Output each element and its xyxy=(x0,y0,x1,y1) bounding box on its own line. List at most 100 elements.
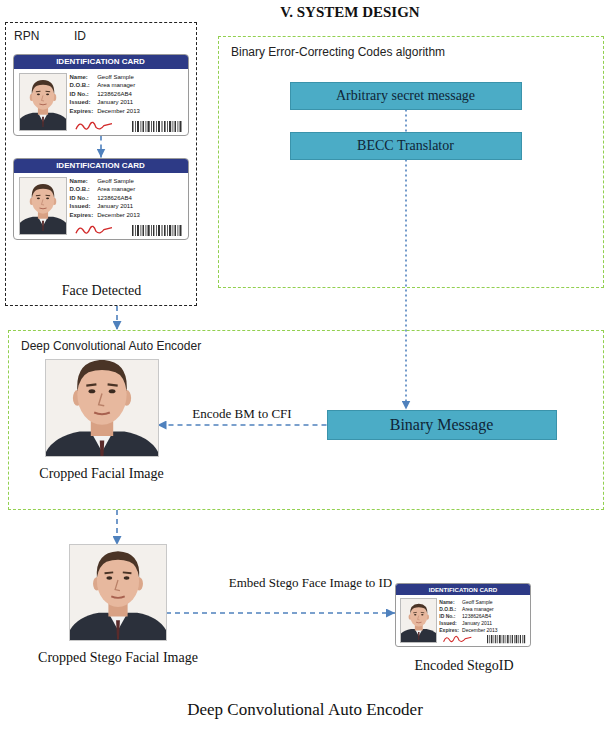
figure-caption: Deep Convolutional Auto Encoder xyxy=(187,700,423,720)
card-field-label: Issued: xyxy=(70,203,94,211)
card-header: IDENTIFICATION CARD xyxy=(56,57,145,66)
text-holder: Cropped Facial Image xyxy=(0,464,228,482)
id-photo xyxy=(20,178,66,234)
card-field-label: Name: xyxy=(439,599,459,605)
group-heading: Binary Error-Correcting Codes algorithm xyxy=(231,45,445,59)
section-title: V. SYSTEM DESIGN xyxy=(280,4,419,21)
id-photo-use xyxy=(20,74,66,130)
card-field-value: January 2011 xyxy=(462,620,498,626)
id-photo xyxy=(401,599,437,642)
process-box: Arbitrary secret message xyxy=(290,82,522,110)
card-field-label: Name: xyxy=(70,178,94,186)
card-field-label: D.O.B.: xyxy=(70,82,94,90)
card-field-label: Expires: xyxy=(70,212,94,220)
face-image: Cropped Facial Image xyxy=(46,360,158,456)
card-field-value: Geoff Sample xyxy=(97,74,140,82)
card-field-value: January 2011 xyxy=(97,203,140,211)
text-holder: Cropped Stego Facial Image xyxy=(0,648,236,666)
edge-label-holder: Encode BM to CFI xyxy=(162,404,322,422)
edge-label: Encode BM to CFI xyxy=(190,406,293,422)
text-holder: Deep Convolutional Auto Encoder xyxy=(21,339,201,353)
signature xyxy=(442,633,473,645)
group-heading: ID xyxy=(74,29,86,43)
barcode-use xyxy=(487,635,525,644)
card-field-label: Expires: xyxy=(70,108,94,116)
card-field-label: Issued: xyxy=(70,99,94,107)
text-holder: Binary Error-Correcting Codes algorithm xyxy=(231,45,445,59)
text-holder: Deep Convolutional Auto Encoder xyxy=(0,700,610,720)
card-field-value: December 2013 xyxy=(462,627,498,633)
signature xyxy=(74,118,114,133)
dashed-connector xyxy=(166,612,395,614)
text-holder: Name:Geoff SampleD.O.B.:Area managerID N… xyxy=(70,74,140,116)
text-holder: Name:Geoff SampleD.O.B.:Area managerID N… xyxy=(70,178,140,220)
card-field-value: Area manager xyxy=(97,82,140,90)
face-photo-use xyxy=(70,545,166,640)
card-field-value: 1238626AB4 xyxy=(97,195,140,203)
card-field-label: Expires: xyxy=(439,627,459,633)
image-caption: Cropped Facial Image xyxy=(39,466,163,482)
card-field-value: 1238626AB4 xyxy=(97,91,140,99)
text-holder: Name:Geoff SampleD.O.B.:Area managerID N… xyxy=(439,599,497,633)
text-holder: V. SYSTEM DESIGN xyxy=(220,3,480,21)
barcode xyxy=(487,635,526,644)
image-caption: Cropped Stego Facial Image xyxy=(38,650,198,666)
face-photo xyxy=(70,545,166,640)
card-field-value: December 2013 xyxy=(97,212,140,220)
signature-use xyxy=(76,226,112,233)
barcode xyxy=(132,121,182,132)
dashed-connector xyxy=(116,306,118,330)
dashed-group-box: Binary Error-Correcting Codes algorithmA… xyxy=(218,36,604,288)
dashed-connector xyxy=(405,160,407,410)
barcode xyxy=(132,225,182,236)
text-holder: Face Detected xyxy=(0,281,260,299)
text-holder: Encoded StegoID xyxy=(326,656,602,674)
dashed-group-box: RPNIDIDENTIFICATION CARDName:Geoff Sampl… xyxy=(5,22,197,306)
card-field-label: ID No.: xyxy=(70,195,94,203)
card-field-value: Geoff Sample xyxy=(97,178,140,186)
id-card: IDENTIFICATION CARD Name:Geoff SampleD.O.… xyxy=(395,583,531,647)
card-header-bar: IDENTIFICATION CARD xyxy=(14,159,188,173)
text-holder: RPN xyxy=(14,29,39,43)
face-image: Cropped Stego Facial Image xyxy=(70,545,166,640)
image-caption: Encoded StegoID xyxy=(414,658,513,674)
text-holder: ID xyxy=(74,29,86,43)
card-field-value: Geoff Sample xyxy=(462,599,498,605)
process-label: Binary Message xyxy=(390,416,494,434)
card-field-value: Area manager xyxy=(462,606,498,612)
face-photo xyxy=(46,360,158,456)
face-photo-use xyxy=(46,360,158,456)
card-field-label: Name: xyxy=(70,74,94,82)
signature-use xyxy=(76,122,112,129)
card-header: IDENTIFICATION CARD xyxy=(56,161,145,170)
group-heading: RPN xyxy=(14,29,39,43)
card-header: IDENTIFICATION CARD xyxy=(429,586,497,593)
card-field-label: ID No.: xyxy=(70,91,94,99)
process-box: BECC Translator xyxy=(290,132,522,160)
signature xyxy=(74,222,114,237)
card-field-value: Area manager xyxy=(97,186,140,194)
image-caption: Face Detected xyxy=(62,283,142,299)
card-field-value: 1238626AB4 xyxy=(462,613,498,619)
process-label: BECC Translator xyxy=(357,138,454,154)
id-photo-use xyxy=(401,599,437,642)
card-field-label: ID No.: xyxy=(439,613,459,619)
group-heading: Deep Convolutional Auto Encoder xyxy=(21,339,201,353)
barcode-use xyxy=(132,121,182,132)
signature-use xyxy=(444,636,472,641)
dashed-connector xyxy=(116,510,118,545)
dashed-connector xyxy=(100,136,102,158)
dashed-connector xyxy=(405,110,407,132)
card-field-value: January 2011 xyxy=(97,99,140,107)
card-field-label: D.O.B.: xyxy=(439,606,459,612)
process-label: Arbitrary secret message xyxy=(336,88,475,104)
edge-label: Embed Stego Face Image to ID xyxy=(227,575,395,591)
id-card: IDENTIFICATION CARD Name:Geoff SampleD.O.… xyxy=(13,158,189,240)
barcode-use xyxy=(132,225,182,236)
id-card: IDENTIFICATION CARD Name:Geoff SampleD.O.… xyxy=(13,54,189,136)
card-field-value: December 2013 xyxy=(97,108,140,116)
id-photo-use xyxy=(20,178,66,234)
card-header-bar: IDENTIFICATION CARD xyxy=(396,584,530,595)
card-header-bar: IDENTIFICATION CARD xyxy=(14,55,188,69)
